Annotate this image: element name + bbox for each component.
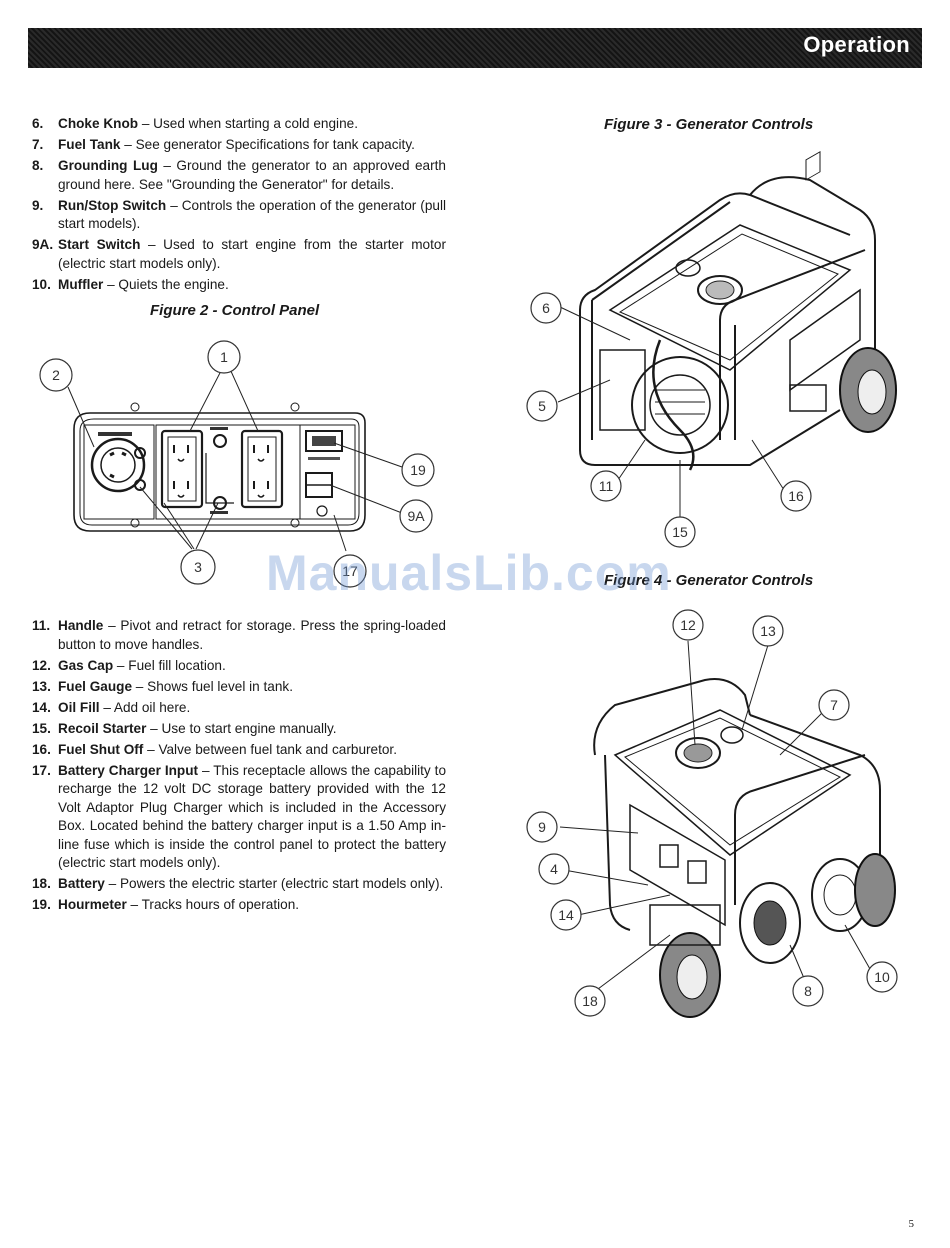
item-name: Handle (58, 618, 104, 633)
item-name: Grounding Lug (58, 158, 158, 173)
item-description: – This receptacle allows the capability … (58, 762, 446, 871)
list-item: 12. Gas Cap – Fuel fill location. (32, 657, 446, 676)
item-number: 15. (32, 720, 51, 736)
list-item: 10. Muffler – Quiets the engine. (32, 276, 446, 295)
list-item: 7. Fuel Tank – See generator Specificati… (32, 136, 446, 155)
item-number: 12. (32, 657, 51, 673)
figure-4-generator-diagram: 12 13 7 9 4 14 18 8 10 (526, 609, 898, 1018)
item-description: – Powers the electric starter (electric … (104, 876, 444, 891)
list-item: 11. Handle – Pivot and retract for stora… (32, 617, 446, 654)
callout-12: 12 (680, 617, 696, 633)
item-name: Choke Knob (58, 116, 139, 131)
list-item: 9. Run/Stop Switch – Controls the operat… (32, 197, 446, 234)
item-number: 14. (32, 699, 51, 715)
callout-5: 5 (538, 398, 546, 414)
list-item: 6. Choke Knob – Used when starting a col… (32, 115, 446, 134)
section-title: Operation (803, 32, 910, 57)
callout-13: 13 (760, 623, 776, 639)
item-description: – Use to start engine manually. (146, 720, 337, 736)
item-description: – Quiets the engine. (103, 276, 229, 292)
callout-3: 3 (194, 559, 202, 575)
item-description: – Pivot and retract for storage. Press t… (58, 618, 446, 652)
callout-10: 10 (874, 969, 890, 985)
item-number: 13. (32, 678, 51, 694)
item-description: – Shows fuel level in tank. (132, 678, 293, 694)
item-description: – See generator Specifications for tank … (120, 137, 415, 152)
callout-9a: 9A (407, 508, 425, 524)
item-name: Fuel Tank (58, 137, 121, 152)
item-number: 18. (32, 876, 51, 891)
figure-4-caption: Figure 4 - Generator Controls (604, 572, 814, 589)
callout-1: 1 (220, 349, 228, 365)
page-number: 5 (908, 1218, 915, 1230)
watermark: ManualsLib.com (266, 545, 672, 601)
list-item: 19. Hourmeter – Tracks hours of operatio… (32, 896, 446, 915)
list-item: 8. Grounding Lug – Ground the generator … (32, 157, 446, 194)
list-item: 18. Battery – Powers the electric starte… (32, 875, 446, 894)
item-name: Start Switch (58, 237, 141, 252)
item-name: Hourmeter (58, 897, 127, 912)
item-number: 16. (32, 741, 51, 757)
figure-2-control-panel-diagram: 2 1 19 9A 3 17 (39, 340, 435, 588)
callout-6: 6 (542, 300, 550, 316)
item-number: 9A. (32, 237, 54, 252)
item-number: 10. (32, 276, 51, 292)
callout-15: 15 (672, 524, 688, 540)
callout-8: 8 (804, 983, 812, 999)
list-item: 14. Oil Fill – Add oil here. (32, 699, 446, 718)
figure-3-generator-diagram: 6 5 11 15 16 (526, 151, 897, 548)
item-name: Battery Charger Input (58, 762, 199, 778)
item-number: 17. (32, 762, 51, 778)
item-name: Oil Fill (58, 699, 100, 715)
item-description: – Ground the generator to an approved ea… (58, 158, 446, 192)
item-description: – Used when starting a cold engine. (138, 116, 358, 131)
figure-2-caption: Figure 2 - Control Panel (150, 302, 320, 319)
item-number: 11. (32, 618, 51, 633)
callout-9: 9 (538, 819, 546, 835)
callout-11: 11 (599, 478, 614, 494)
item-description: – Fuel fill location. (113, 657, 226, 673)
item-number: 9. (32, 197, 44, 213)
item-description: – Used to start engine from the starter … (58, 237, 446, 271)
item-number: 7. (32, 137, 44, 152)
component-list-bottom: 11. Handle – Pivot and retract for stora… (32, 617, 446, 917)
item-number: 6. (32, 116, 44, 131)
item-name: Fuel Gauge (58, 678, 133, 694)
item-description: – Controls the operation of the generato… (58, 197, 446, 232)
item-name: Muffler (58, 276, 104, 292)
item-description: – Valve between fuel tank and carburetor… (143, 741, 397, 757)
callout-2: 2 (52, 367, 60, 383)
callout-18: 18 (582, 993, 598, 1009)
item-number: 8. (32, 158, 44, 173)
callout-4: 4 (550, 861, 558, 877)
list-item: 9A. Start Switch – Used to start engine … (32, 236, 446, 273)
list-item: 15. Recoil Starter – Use to start engine… (32, 720, 446, 739)
callout-19: 19 (410, 462, 426, 478)
item-name: Fuel Shut Off (58, 741, 144, 757)
item-name: Gas Cap (58, 657, 114, 673)
item-number: 19. (32, 897, 51, 912)
item-name: Recoil Starter (58, 720, 147, 736)
item-description: – Add oil here. (99, 699, 191, 715)
figure-3-caption: Figure 3 - Generator Controls (604, 116, 814, 133)
callout-17: 17 (342, 563, 358, 579)
callout-7: 7 (830, 697, 838, 713)
component-list-top: 6. Choke Knob – Used when starting a col… (32, 115, 446, 297)
list-item: 13. Fuel Gauge – Shows fuel level in tan… (32, 678, 446, 697)
list-item: 16. Fuel Shut Off – Valve between fuel t… (32, 741, 446, 760)
item-name: Run/Stop Switch (58, 197, 167, 213)
callout-14: 14 (558, 907, 574, 923)
item-description: – Tracks hours of operation. (126, 897, 300, 912)
callout-16: 16 (788, 488, 804, 504)
item-name: Battery (58, 876, 105, 891)
list-item: 17. Battery Charger Input – This recepta… (32, 762, 446, 873)
section-header-bar: Operation (28, 28, 922, 68)
